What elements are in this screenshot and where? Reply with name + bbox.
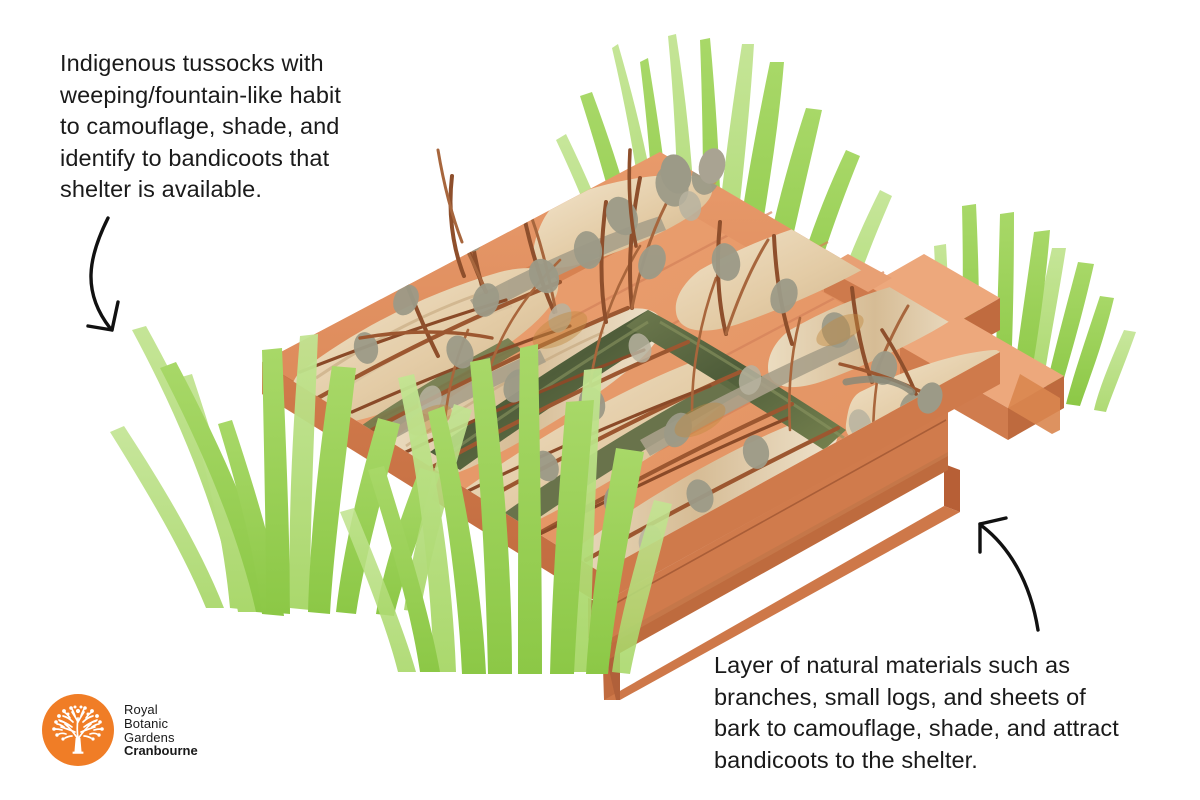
tree-icon: [42, 694, 114, 766]
tussock-annotation: Indigenous tussocks with weeping/fountai…: [60, 50, 341, 202]
logo-line-gardens: Gardens: [124, 729, 175, 745]
logo-wordmark: Royal Botanic Gardens Cranbourne: [124, 702, 198, 757]
debris-overhang: [358, 148, 943, 414]
logo-line-cranbourne: Cranbourne: [124, 743, 198, 759]
arrow-top-left: [89, 216, 112, 330]
royal-botanic-gardens-logo: Royal Botanic Gardens Cranbourne: [42, 692, 242, 768]
logo-line-royal: Royal: [124, 702, 158, 718]
materials-annotation: Layer of natural materials such as branc…: [714, 652, 1119, 773]
logo-line-botanic: Botanic: [124, 715, 169, 731]
arrow-bottom-right: [980, 524, 1040, 632]
grass-tussock-front: [340, 344, 672, 674]
